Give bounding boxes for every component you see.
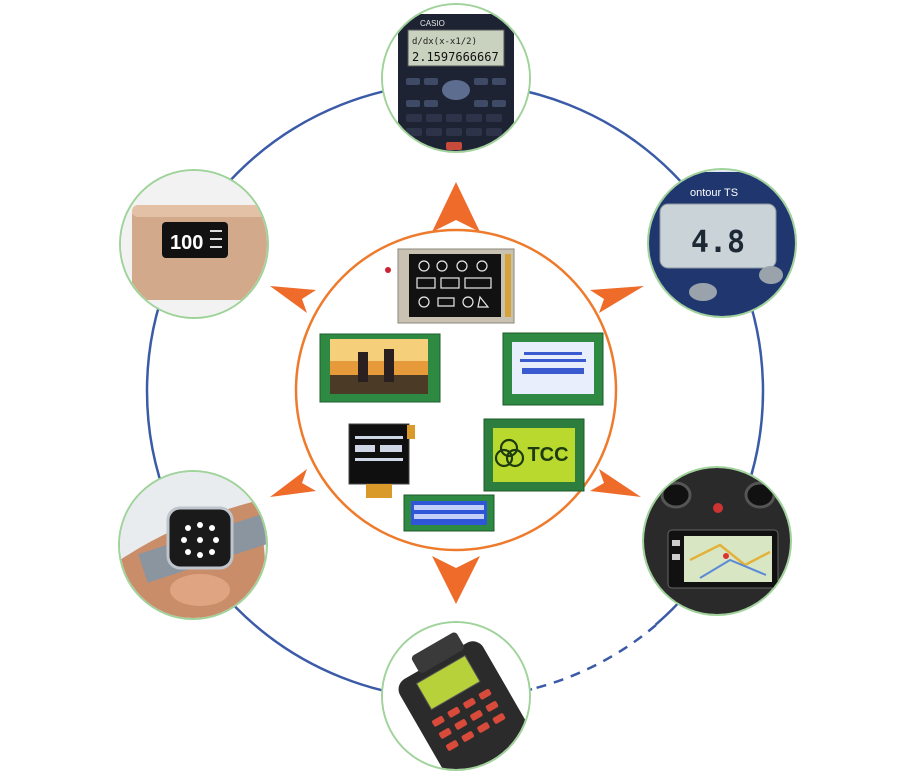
arrow-upper-right <box>590 286 644 313</box>
calculator-brand: CASIO <box>420 19 445 28</box>
glucose-brand: ontour TS <box>690 187 738 199</box>
oled-display-module <box>348 423 415 498</box>
node-glucose-meter: ontour TS 4.8 <box>647 168 797 318</box>
node-calculator: CASIO d/dx(x-x1/2) 2.1597666667 <box>381 3 531 153</box>
center-circle: TCC <box>294 228 618 552</box>
tft-lcd-module <box>319 333 441 403</box>
character-lcd-1602-module <box>403 494 495 532</box>
node-smartwatch <box>118 470 268 620</box>
calculator-expression: d/dx(x-x1/2) <box>412 37 477 47</box>
node-pos-terminal <box>381 621 531 771</box>
direction-arrows <box>270 182 644 604</box>
node-car-navigation <box>642 466 792 616</box>
arrow-upper-left <box>270 286 316 313</box>
blue-white-lcd-module <box>502 332 604 406</box>
calculator-result: 2.1597666667 <box>412 50 499 64</box>
node-power-bank: 100 <box>119 169 269 319</box>
arrow-up <box>432 182 480 232</box>
yellow-green-lcd-module: TCC <box>483 418 585 492</box>
power-bank-percent: 100 <box>170 232 203 254</box>
glucose-reading: 4.8 <box>691 225 745 260</box>
dashed-ring-segment <box>531 624 657 691</box>
graphic-lcd-module <box>385 248 515 324</box>
arrow-lower-right <box>590 469 641 497</box>
arrow-lower-left <box>270 469 316 497</box>
arrow-down <box>432 556 480 604</box>
tcc-logo-text: TCC <box>527 444 568 466</box>
